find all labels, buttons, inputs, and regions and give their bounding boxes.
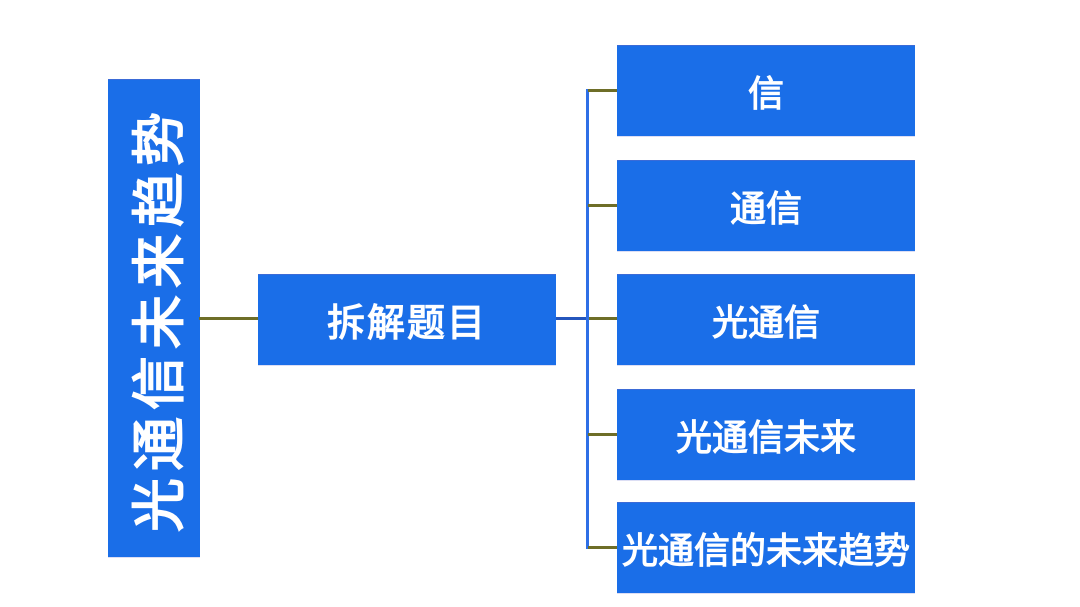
connector-stub-child-3 <box>589 317 617 320</box>
connector-stub-child-4 <box>588 433 617 436</box>
node-middle-label: 拆解题目 <box>326 301 487 345</box>
node-middle[interactable]: 拆解题目 <box>258 274 556 365</box>
connector-stub-child-5 <box>588 546 617 549</box>
node-child-guangtongxin-de-weilai-qushi[interactable]: 光通信的未来趋势 <box>617 502 915 593</box>
node-child-tongxin[interactable]: 通信 <box>617 160 915 251</box>
node-child-label: 通信 <box>729 188 802 230</box>
node-child-label: 光通信 <box>711 302 820 344</box>
node-child-guangtongxin[interactable]: 光通信 <box>617 274 915 365</box>
node-child-label: 光通信的未来趋势 <box>621 530 910 572</box>
node-child-label: 信 <box>747 73 784 115</box>
connector-root-to-middle <box>199 317 258 320</box>
connector-vertical-spine <box>586 89 589 549</box>
connector-stub-child-2 <box>588 204 617 207</box>
node-root-label: 光通信未来趋势 <box>127 104 191 532</box>
node-root[interactable]: 光通信未来趋势 <box>108 79 200 557</box>
node-child-xin[interactable]: 信 <box>617 45 915 136</box>
node-child-label: 光通信未来 <box>675 417 856 459</box>
connector-stub-child-1 <box>588 89 617 92</box>
connector-middle-to-spine <box>556 317 587 320</box>
node-child-guangtongxin-weilai[interactable]: 光通信未来 <box>617 389 915 480</box>
